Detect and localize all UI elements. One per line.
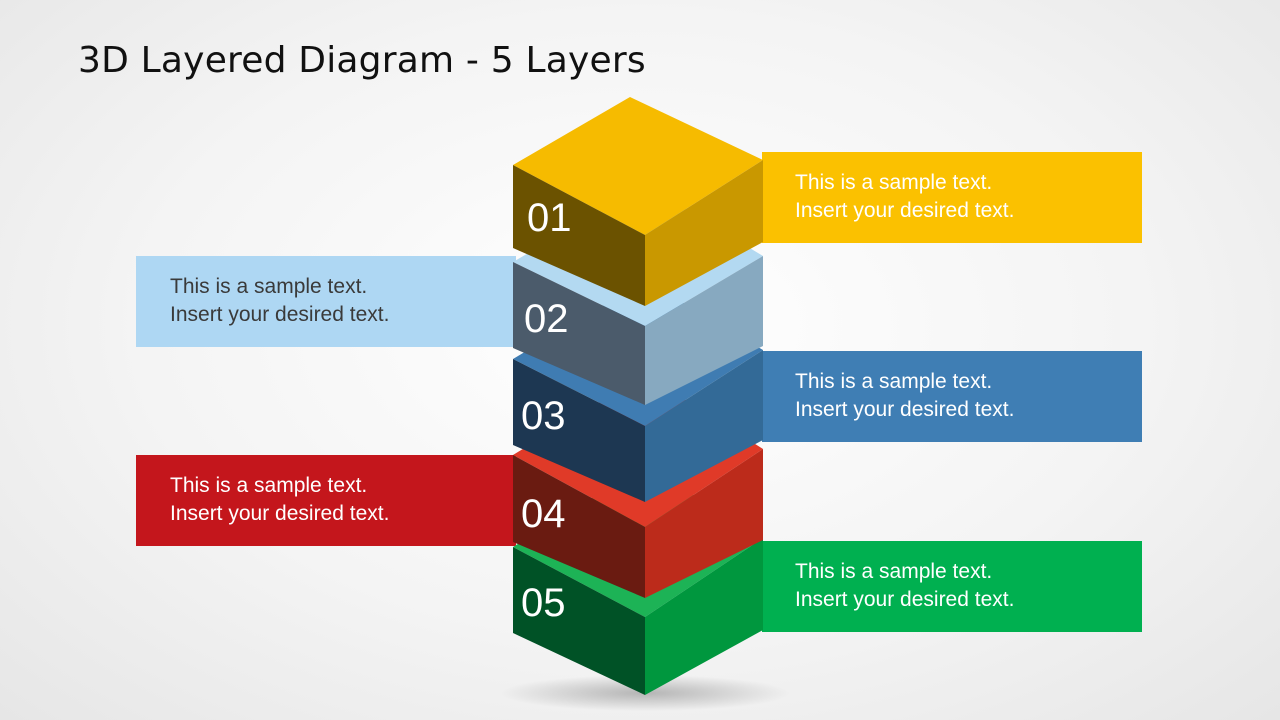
layer-3-text-line-1: This is a sample text. [795, 370, 993, 393]
layer-2-number: 02 [524, 297, 569, 341]
layer-2-text-line-1: This is a sample text. [170, 275, 368, 298]
layer-4-text-line-2: Insert your desired text. [170, 502, 390, 525]
layer-5-text-line-1: This is a sample text. [795, 560, 993, 583]
layer-1-left-face [513, 165, 645, 306]
layer-4-number: 04 [521, 492, 566, 536]
layer-2-text-line-2: Insert your desired text. [170, 303, 390, 326]
layer-3-banner: This is a sample text. Insert your desir… [762, 351, 1142, 442]
layer-1-banner: This is a sample text. Insert your desir… [762, 152, 1142, 243]
layer-1-text-line-1: This is a sample text. [795, 171, 993, 194]
layer-5-number: 05 [521, 581, 566, 625]
layer-5-banner: This is a sample text. Insert your desir… [762, 541, 1142, 632]
layer-2-left-face [513, 262, 645, 405]
layer-5-left-face [513, 547, 645, 695]
layer-3-text-line-2: Insert your desired text. [795, 398, 1015, 421]
layer-3-left-face [513, 359, 645, 502]
layer-1-block: 01 [513, 97, 763, 306]
layer-3-number: 03 [521, 394, 566, 438]
layer-3-right-face [645, 350, 763, 502]
layer-2-banner: This is a sample text. Insert your desir… [136, 256, 516, 347]
layer-4-text-line-1: This is a sample text. [170, 474, 368, 497]
layer-1-text-line-2: Insert your desired text. [795, 199, 1015, 222]
layer-2-right-face [645, 256, 763, 405]
layer-1-top-face [513, 97, 763, 235]
layer-1-number: 01 [527, 196, 572, 240]
layer-5-right-face [645, 538, 763, 695]
layer-4-right-face [645, 449, 763, 598]
layer-4-banner: This is a sample text. Insert your desir… [136, 455, 516, 546]
layer-1-right-face [645, 160, 763, 306]
layer-4-left-face [513, 455, 645, 598]
page-title: 3D Layered Diagram - 5 Layers [78, 40, 646, 81]
layer-5-text-line-2: Insert your desired text. [795, 588, 1015, 611]
